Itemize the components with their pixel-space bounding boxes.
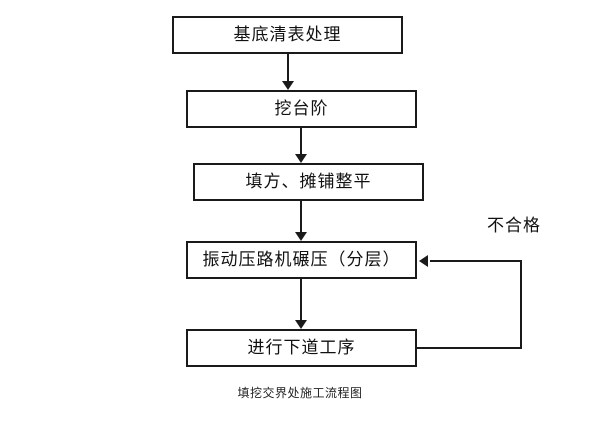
process-node-fill-and-level: 填方、摊铺整平	[193, 163, 424, 201]
process-node-vibratory-rolling: 振动压路机碾压（分层）	[186, 241, 417, 279]
node-label: 填方、摊铺整平	[245, 171, 372, 192]
node-label: 挖台阶	[274, 98, 329, 119]
arrowhead-down-2	[295, 154, 307, 163]
connector-line-3	[300, 201, 302, 232]
process-node-next-procedure: 进行下道工序	[186, 329, 417, 367]
feedback-loop-right-segment	[520, 260, 522, 349]
feedback-loop-bottom-segment	[417, 347, 522, 349]
node-label: 进行下道工序	[247, 337, 356, 358]
node-label: 基底清表处理	[233, 24, 342, 45]
node-label: 振动压路机碾压（分层）	[202, 249, 401, 270]
arrowhead-down-4	[295, 320, 307, 329]
feedback-loop-label-reject: 不合格	[487, 216, 541, 236]
feedback-loop-top-segment	[430, 260, 522, 262]
connector-line-4	[300, 279, 302, 320]
connector-line-2	[300, 128, 302, 154]
connector-line-1	[287, 54, 289, 81]
arrowhead-left-feedback	[419, 255, 428, 267]
diagram-caption: 填挖交界处施工流程图	[237, 386, 363, 400]
process-node-base-clearing: 基底清表处理	[172, 16, 403, 54]
process-node-dig-steps: 挖台阶	[186, 90, 417, 128]
arrowhead-down-3	[295, 232, 307, 241]
arrowhead-down-1	[282, 81, 294, 90]
